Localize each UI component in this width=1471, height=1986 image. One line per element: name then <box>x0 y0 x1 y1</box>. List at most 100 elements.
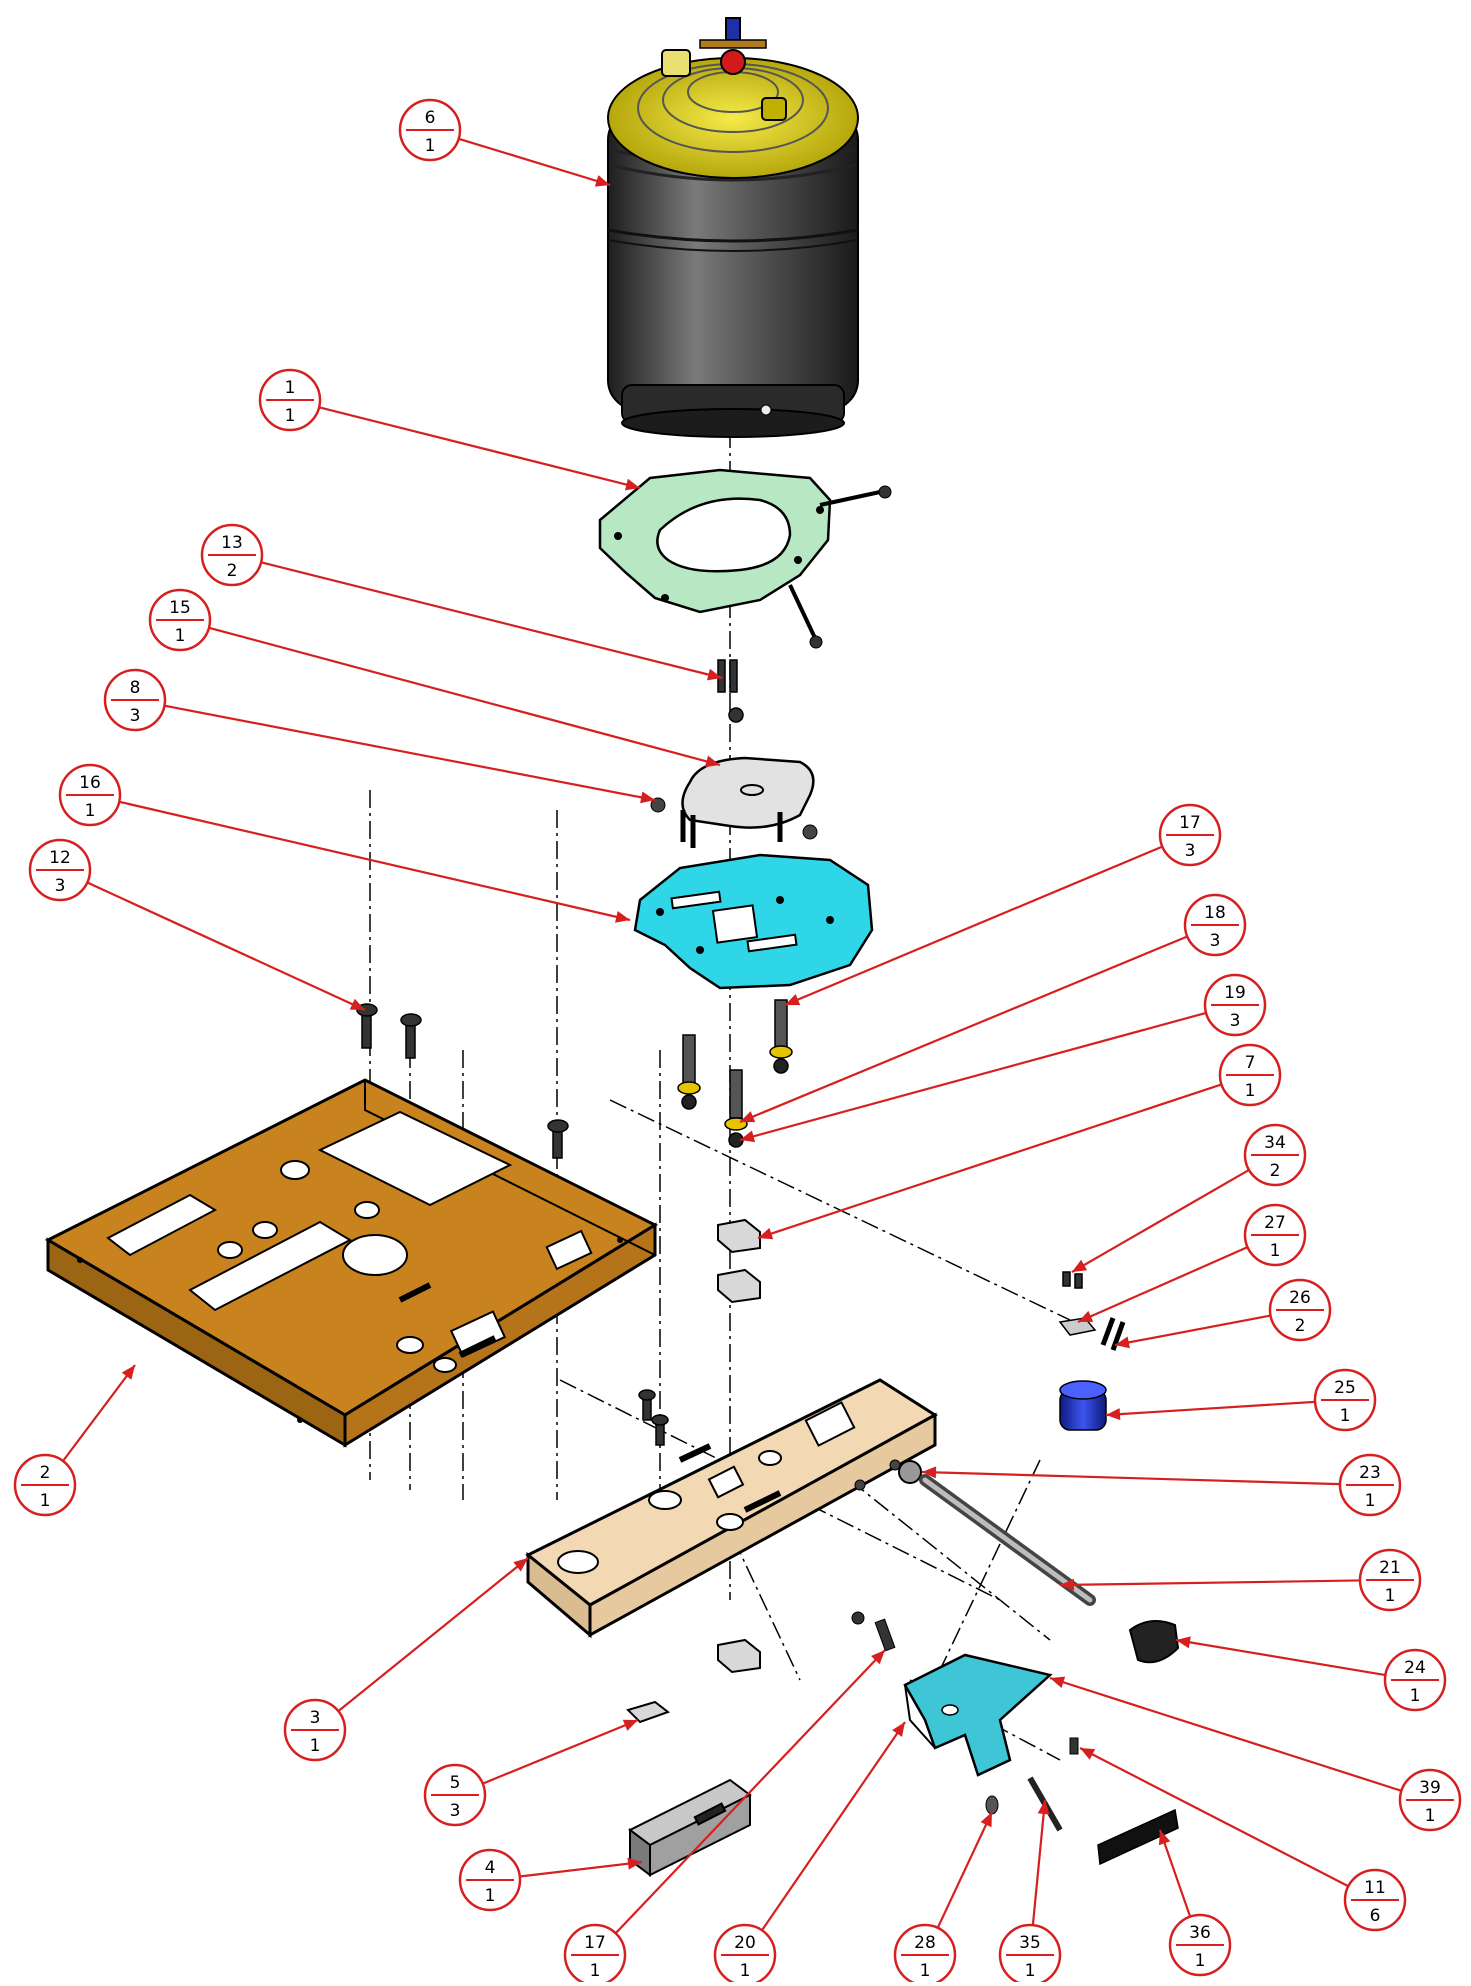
leader-arrow-25 <box>1106 1408 1121 1421</box>
part-number: 34 <box>1264 1133 1286 1153</box>
callout-balloon-1: 11 <box>258 368 322 432</box>
callout-balloon-12: 123 <box>28 838 92 902</box>
leader-line-2 <box>62 1364 136 1462</box>
part-quantity: 1 <box>485 1886 496 1906</box>
leader-line-12 <box>86 881 366 1011</box>
leader-line-20 <box>761 1721 906 1931</box>
leader-line-13 <box>260 561 723 680</box>
part-number: 8 <box>130 678 141 698</box>
part-number: 35 <box>1019 1933 1041 1953</box>
part-number: 13 <box>221 533 243 553</box>
leader-arrow-3 <box>513 1558 528 1572</box>
part-quantity: 3 <box>1230 1011 1241 1031</box>
part-number: 11 <box>1364 1878 1386 1898</box>
callout-balloon-19: 193 <box>1203 973 1267 1037</box>
part-number: 20 <box>734 1933 756 1953</box>
leader-arrow-20 <box>892 1722 905 1737</box>
part-quantity: 1 <box>1025 1961 1036 1981</box>
part-number: 15 <box>169 598 191 618</box>
leader-arrow-18 <box>740 1111 756 1123</box>
leader-line-25 <box>1105 1400 1316 1417</box>
ring-mount-plate <box>598 468 892 649</box>
leader-arrow-26 <box>1115 1336 1130 1349</box>
leader-lines <box>62 137 1402 1935</box>
leader-line-7 <box>757 1083 1222 1240</box>
part-number: 39 <box>1419 1778 1441 1798</box>
leader-arrow-17 <box>785 994 801 1006</box>
shaft-subassembly <box>898 1460 1180 1664</box>
part-quantity: 3 <box>450 1801 461 1821</box>
callout-balloons: 6111132151831611231731831937134227126225… <box>13 98 1462 1986</box>
callout-balloon-24: 241 <box>1383 1648 1447 1712</box>
callout-balloon-17: 171 <box>563 1923 627 1986</box>
callout-balloon-13: 132 <box>200 523 264 587</box>
callout-balloon-25: 251 <box>1313 1368 1377 1432</box>
part-number: 28 <box>914 1933 936 1953</box>
part-quantity: 1 <box>1425 1806 1436 1826</box>
callout-balloon-28: 281 <box>893 1923 957 1986</box>
part-number: 7 <box>1245 1053 1256 1073</box>
part-quantity: 1 <box>740 1961 751 1981</box>
part-number: 23 <box>1359 1463 1381 1483</box>
leader-arrow-4 <box>627 1857 642 1870</box>
knob-subassembly <box>1058 1271 1126 1431</box>
part-number: 12 <box>49 848 71 868</box>
cyan-base-plate <box>633 853 874 990</box>
leader-arrow-35 <box>1037 1800 1050 1815</box>
leader-arrow-23 <box>922 1466 937 1479</box>
part-quantity: 1 <box>1195 1951 1206 1971</box>
leader-line-27 <box>1077 1246 1249 1324</box>
part-quantity: 1 <box>40 1491 51 1511</box>
callout-balloon-8: 83 <box>103 668 167 732</box>
leader-line-36 <box>1158 1829 1192 1918</box>
part-quantity: 1 <box>1340 1406 1351 1426</box>
callout-balloon-35: 351 <box>998 1923 1062 1986</box>
part-number: 3 <box>310 1708 321 1728</box>
part-number: 17 <box>1179 813 1201 833</box>
leader-arrow-16 <box>615 910 630 923</box>
leader-arrow-2 <box>121 1365 135 1380</box>
screws-13 <box>717 659 744 723</box>
callout-balloon-16: 161 <box>58 763 122 827</box>
leader-arrow-8 <box>640 791 655 804</box>
leader-arrow-15 <box>704 755 720 768</box>
leader-line-18 <box>739 935 1188 1124</box>
leader-line-21 <box>1059 1579 1361 1587</box>
callout-balloon-7: 71 <box>1218 1043 1282 1107</box>
leader-line-34 <box>1071 1169 1250 1273</box>
part-quantity: 1 <box>425 136 436 156</box>
part-quantity: 1 <box>920 1961 931 1981</box>
part-number: 4 <box>485 1858 496 1878</box>
leader-arrow-19 <box>740 1130 756 1143</box>
leader-line-4 <box>519 1860 643 1878</box>
leader-line-24 <box>1175 1638 1386 1677</box>
leader-arrow-28 <box>980 1812 992 1828</box>
callout-balloon-23: 231 <box>1338 1453 1402 1517</box>
leader-line-15 <box>208 626 721 767</box>
callout-balloon-26: 262 <box>1268 1278 1332 1342</box>
part-quantity: 3 <box>1185 841 1196 861</box>
gray-top-plate <box>650 756 818 848</box>
part-number: 24 <box>1404 1658 1426 1678</box>
clamp-bracket <box>851 1611 1179 1866</box>
part-number: 19 <box>1224 983 1246 1003</box>
leader-line-28 <box>936 1811 993 1929</box>
callout-balloon-2: 21 <box>13 1453 77 1517</box>
part-quantity: 1 <box>1270 1241 1281 1261</box>
part-quantity: 1 <box>285 406 296 426</box>
leader-line-26 <box>1114 1314 1271 1347</box>
pressure-vessel <box>607 17 859 438</box>
callout-balloon-15: 151 <box>148 588 212 652</box>
callout-balloon-5: 53 <box>423 1763 487 1827</box>
leader-arrow-6 <box>594 175 610 187</box>
leader-line-19 <box>739 1011 1207 1142</box>
leader-line-3 <box>337 1557 529 1713</box>
leader-line-35 <box>1031 1799 1047 1926</box>
leader-arrow-5 <box>622 1719 638 1731</box>
leader-line-8 <box>164 704 656 802</box>
part-quantity: 3 <box>1210 931 1221 951</box>
clamp-blocks <box>717 1218 761 1674</box>
part-quantity: 1 <box>175 626 186 646</box>
part-quantity: 3 <box>55 876 66 896</box>
